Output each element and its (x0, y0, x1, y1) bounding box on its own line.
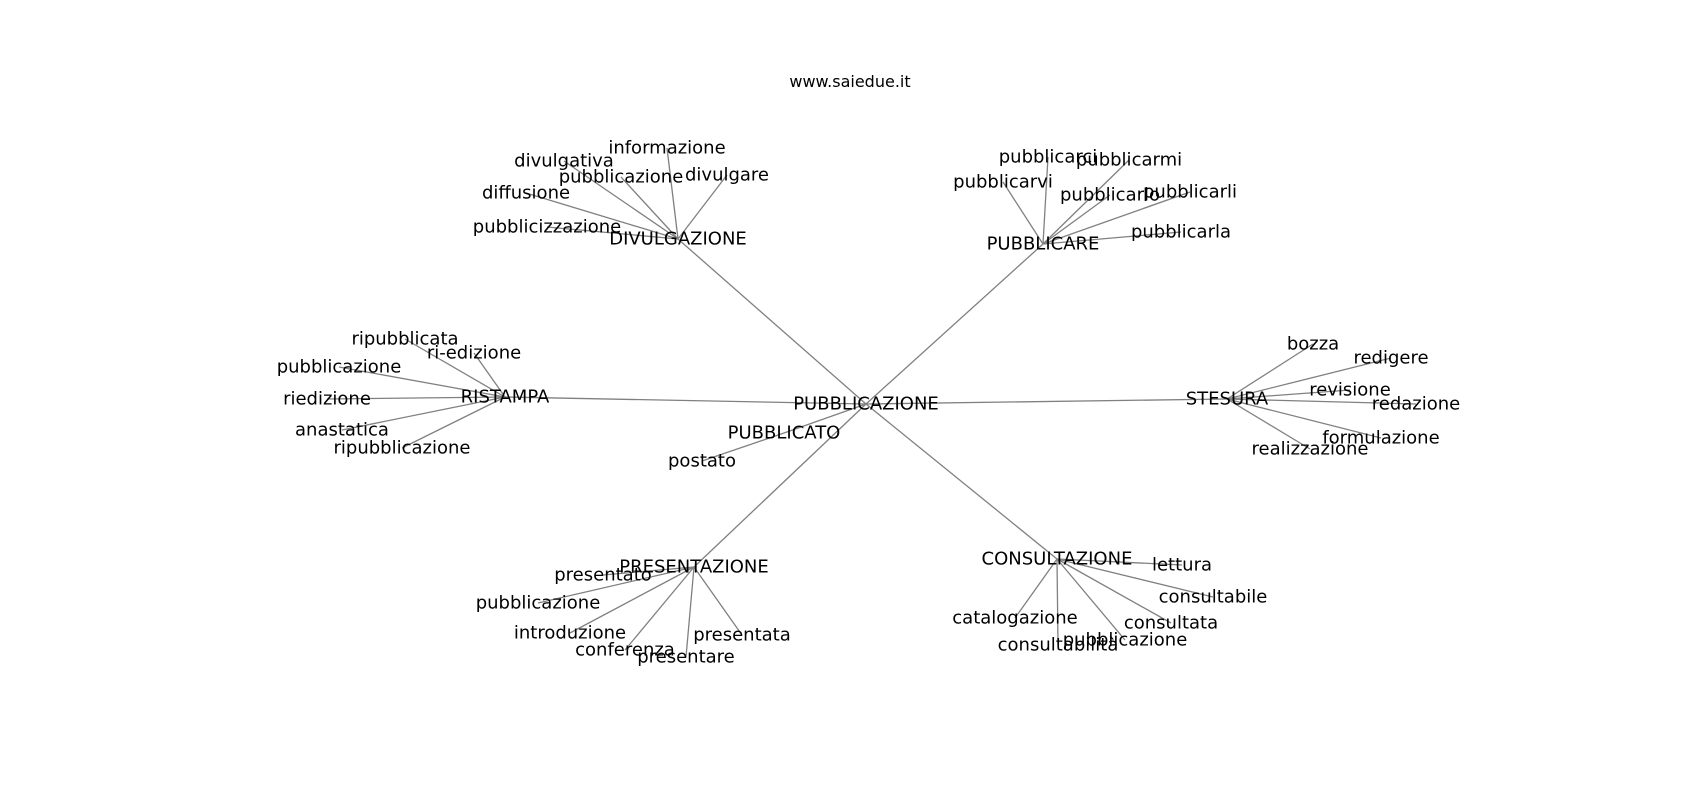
leaf-label: ripubblicazione (334, 438, 471, 459)
hub-label: CONSULTAZIONE (982, 549, 1133, 570)
leaf-label: presentata (693, 625, 791, 646)
leaf-label: redigere (1353, 348, 1428, 369)
edge-h_pubblicare-leaf-0 (1042, 156, 1049, 245)
edge-h_presentazione-leaf-1 (537, 566, 695, 604)
leaf-label: introduzione (514, 623, 626, 644)
edge-h_stesura-leaf-5 (1226, 398, 1311, 450)
leaf-label: anastatica (295, 420, 389, 441)
leaf-label: pubblicarli (1143, 182, 1237, 203)
edge-h_stesura-leaf-3 (1226, 398, 1417, 405)
edge-h_ristampa-leaf-4 (341, 396, 506, 431)
leaf-label: consultabile (1159, 587, 1268, 608)
leaf-label: riedizione (283, 389, 371, 410)
leaf-label: postato (668, 451, 736, 472)
edge-h_divulgazione-leaf-0 (666, 147, 679, 240)
edge-h_pubblicare-leaf-4 (1042, 191, 1191, 245)
edge-h_ristampa-leaf-1 (473, 352, 506, 398)
edge-h_pubblicare-leaf-1 (1042, 159, 1130, 245)
leaf-label: pubblicarvi (953, 172, 1053, 193)
leaf-label: pubblicarci (999, 147, 1098, 168)
leaf-label: conferenza (575, 640, 675, 661)
edge-root-h_stesura (865, 398, 1228, 405)
edge-h_divulgazione-leaf-4 (525, 192, 679, 240)
leaf-label: revisione (1309, 380, 1391, 401)
leaf-label: consultabilità (998, 635, 1119, 656)
leaf-label: lettura (1152, 555, 1212, 576)
hub-label: PUBBLICARE (987, 234, 1100, 255)
edge-h_stesura-leaf-0 (1226, 343, 1314, 400)
hub-label: RISTAMPA (461, 387, 550, 408)
leaf-label: pubblicazione (277, 357, 402, 378)
leaf-label: realizzazione (1252, 439, 1369, 460)
leaf-label: pubblicarlo (1060, 185, 1160, 206)
edges-layer (326, 147, 1417, 658)
leaf-label: informazione (608, 138, 725, 159)
edge-h_consultazione-leaf-2 (1056, 558, 1172, 624)
edge-h_divulgazione-leaf-5 (546, 226, 679, 240)
leaf-label: divulgativa (514, 151, 614, 172)
edge-h_presentazione-leaf-0 (602, 566, 695, 576)
edge-root-h_presentazione (693, 403, 867, 568)
edge-h_consultazione-leaf-0 (1056, 558, 1183, 566)
edge-root-h_consultazione (865, 403, 1058, 560)
edge-h_presentazione-leaf-3 (624, 566, 695, 651)
edge-h_consultazione-leaf-5 (1014, 558, 1058, 619)
leaf-label: presentare (637, 647, 735, 668)
edge-root-h_pubblicato (783, 403, 867, 434)
edge-root-h_ristampa (504, 396, 867, 405)
edge-h_stesura-leaf-1 (1226, 357, 1392, 400)
leaf-label: divulgare (685, 165, 769, 186)
leaf-label: redazione (1372, 394, 1460, 415)
edge-h_stesura-leaf-4 (1226, 398, 1382, 439)
edge-h_consultazione-leaf-4 (1056, 558, 1059, 646)
hub-label: STESURA (1186, 389, 1269, 410)
leaf-label: pubblicarmi (1076, 150, 1182, 171)
leaf-label: pubblicarla (1131, 222, 1231, 243)
leaf-label: consultata (1124, 613, 1218, 634)
edge-h_divulgazione-leaf-1 (563, 160, 679, 240)
edge-h_divulgazione-leaf-3 (677, 174, 728, 240)
leaf-label: diffusione (482, 183, 570, 204)
edge-h_pubblicare-leaf-2 (1002, 181, 1044, 245)
leaf-label: ri-edizione (427, 343, 521, 364)
edge-h_pubblicare-leaf-5 (1042, 231, 1182, 245)
leaf-label: bozza (1287, 334, 1339, 355)
leaf-label: pubblicazione (1063, 630, 1188, 651)
edge-h_ristampa-leaf-2 (338, 366, 506, 398)
edge-h_presentazione-leaf-4 (685, 566, 695, 658)
edge-h_pubblicare-leaf-3 (1042, 194, 1111, 245)
edge-h_consultazione-leaf-3 (1056, 558, 1126, 641)
leaf-label: catalogazione (952, 608, 1077, 629)
edge-h_consultazione-leaf-1 (1056, 558, 1214, 598)
leaf-label: pubblicizzazione (473, 217, 621, 238)
edge-h_stesura-leaf-2 (1226, 389, 1351, 400)
edge-h_divulgazione-leaf-2 (620, 176, 679, 240)
leaf-label: ripubblicata (351, 329, 458, 350)
leaf-label: presentato (554, 565, 652, 586)
leaf-label: pubblicazione (559, 167, 684, 188)
hub-label: PRESENTAZIONE (619, 557, 769, 578)
edge-h_pubblicato-leaf-0 (701, 432, 785, 462)
leaf-label: pubblicazione (476, 593, 601, 614)
hub-label: DIVULGAZIONE (609, 229, 747, 250)
hub-label: PUBBLICATO (728, 423, 841, 444)
edge-h_presentazione-leaf-2 (569, 566, 695, 634)
edge-h_ristampa-leaf-0 (404, 338, 506, 398)
edge-h_ristampa-leaf-3 (326, 396, 506, 400)
root-label: PUBBLICAZIONE (793, 394, 939, 415)
leaf-label: formulazione (1322, 428, 1439, 449)
edge-root-h_divulgazione (677, 238, 867, 405)
source-caption: www.saiedue.it (789, 72, 911, 91)
edge-h_ristampa-leaf-5 (401, 396, 506, 449)
edge-root-h_pubblicare (865, 243, 1044, 405)
edge-h_presentazione-leaf-5 (693, 566, 743, 636)
